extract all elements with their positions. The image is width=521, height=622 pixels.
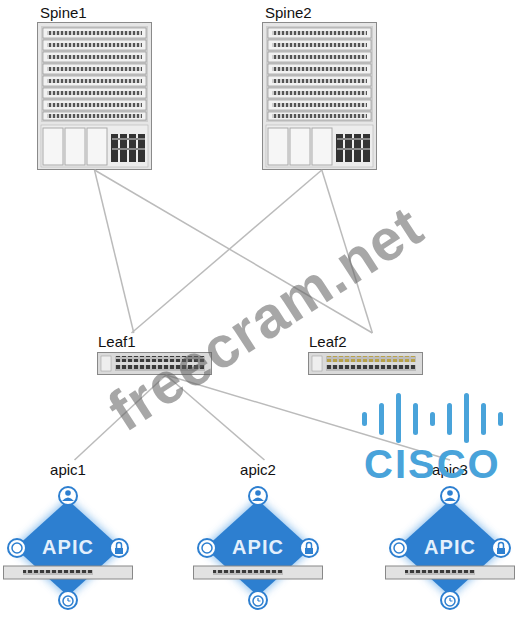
apic-icon: [194, 487, 323, 609]
device-badge-text: APIC: [193, 536, 323, 558]
spine-chassis: [263, 23, 377, 170]
device-name: apic1: [3, 461, 133, 479]
device-name: Spine1: [40, 4, 87, 22]
device-badge-text: APIC: [385, 536, 515, 558]
apic-icon: [386, 487, 515, 609]
device-badge-text: APIC: [3, 536, 133, 558]
device-name: apic2: [193, 461, 323, 479]
device-name: Leaf2: [309, 333, 347, 351]
spine-chassis: [38, 23, 152, 170]
leaf-node: Leaf2: [308, 333, 423, 375]
device-name: Leaf1: [98, 333, 136, 351]
spine-node: Spine1: [37, 2, 152, 170]
network-link: [95, 170, 134, 333]
device-name: Spine2: [265, 4, 312, 22]
spine-node: Spine2: [262, 2, 377, 170]
cisco-logo-bars: [362, 393, 503, 443]
leaf-switch: [309, 353, 423, 375]
brand-logo-text: CISCO: [364, 442, 501, 486]
apic-node: apic1APIC: [3, 460, 133, 620]
apic-node: apic2APIC: [193, 460, 323, 620]
apic-icon: [4, 487, 133, 609]
